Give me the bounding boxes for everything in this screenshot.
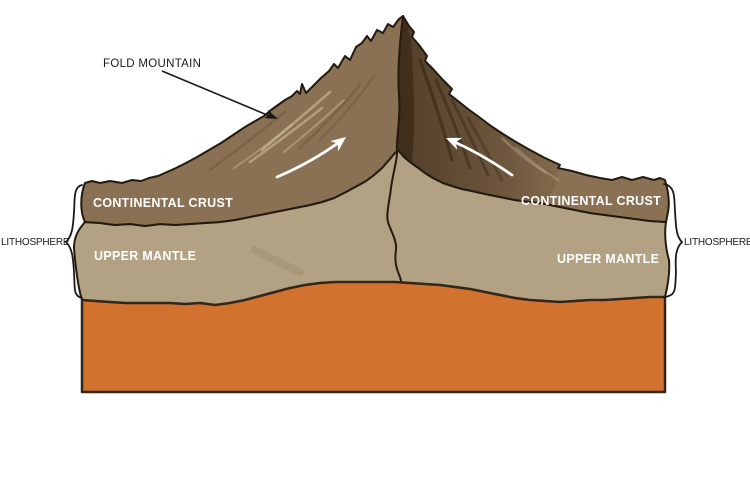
label-pointer-arrow [161,70,278,119]
up-slope-arrow-left [275,137,346,179]
fault-line [386,15,404,282]
mantle-shading [251,246,304,276]
up-slope-arrow-right [446,137,514,177]
lithosphere-label-right: LITHOSPHERE [684,237,750,248]
lithosphere-label-left: LITHOSPHERE [1,237,70,248]
continental-crust-label-left: CONTINENTAL CRUST [93,196,233,210]
upper-mantle-label-right: UPPER MANTLE [557,252,659,266]
fault-shadow-band [397,16,414,163]
right-flank-texture [418,58,559,182]
fold-mountain-label: FOLD MOUNTAIN [103,58,201,70]
brace-right [663,183,684,298]
brace-left [64,184,83,299]
left-flank-texture [208,75,375,172]
asthenosphere-layer [80,280,667,394]
crust-outline [80,15,670,227]
continental-crust-label-right: CONTINENTAL CRUST [521,194,661,208]
right-flank-shadow [397,16,560,204]
upper-mantle-label-left: UPPER MANTLE [94,249,196,263]
